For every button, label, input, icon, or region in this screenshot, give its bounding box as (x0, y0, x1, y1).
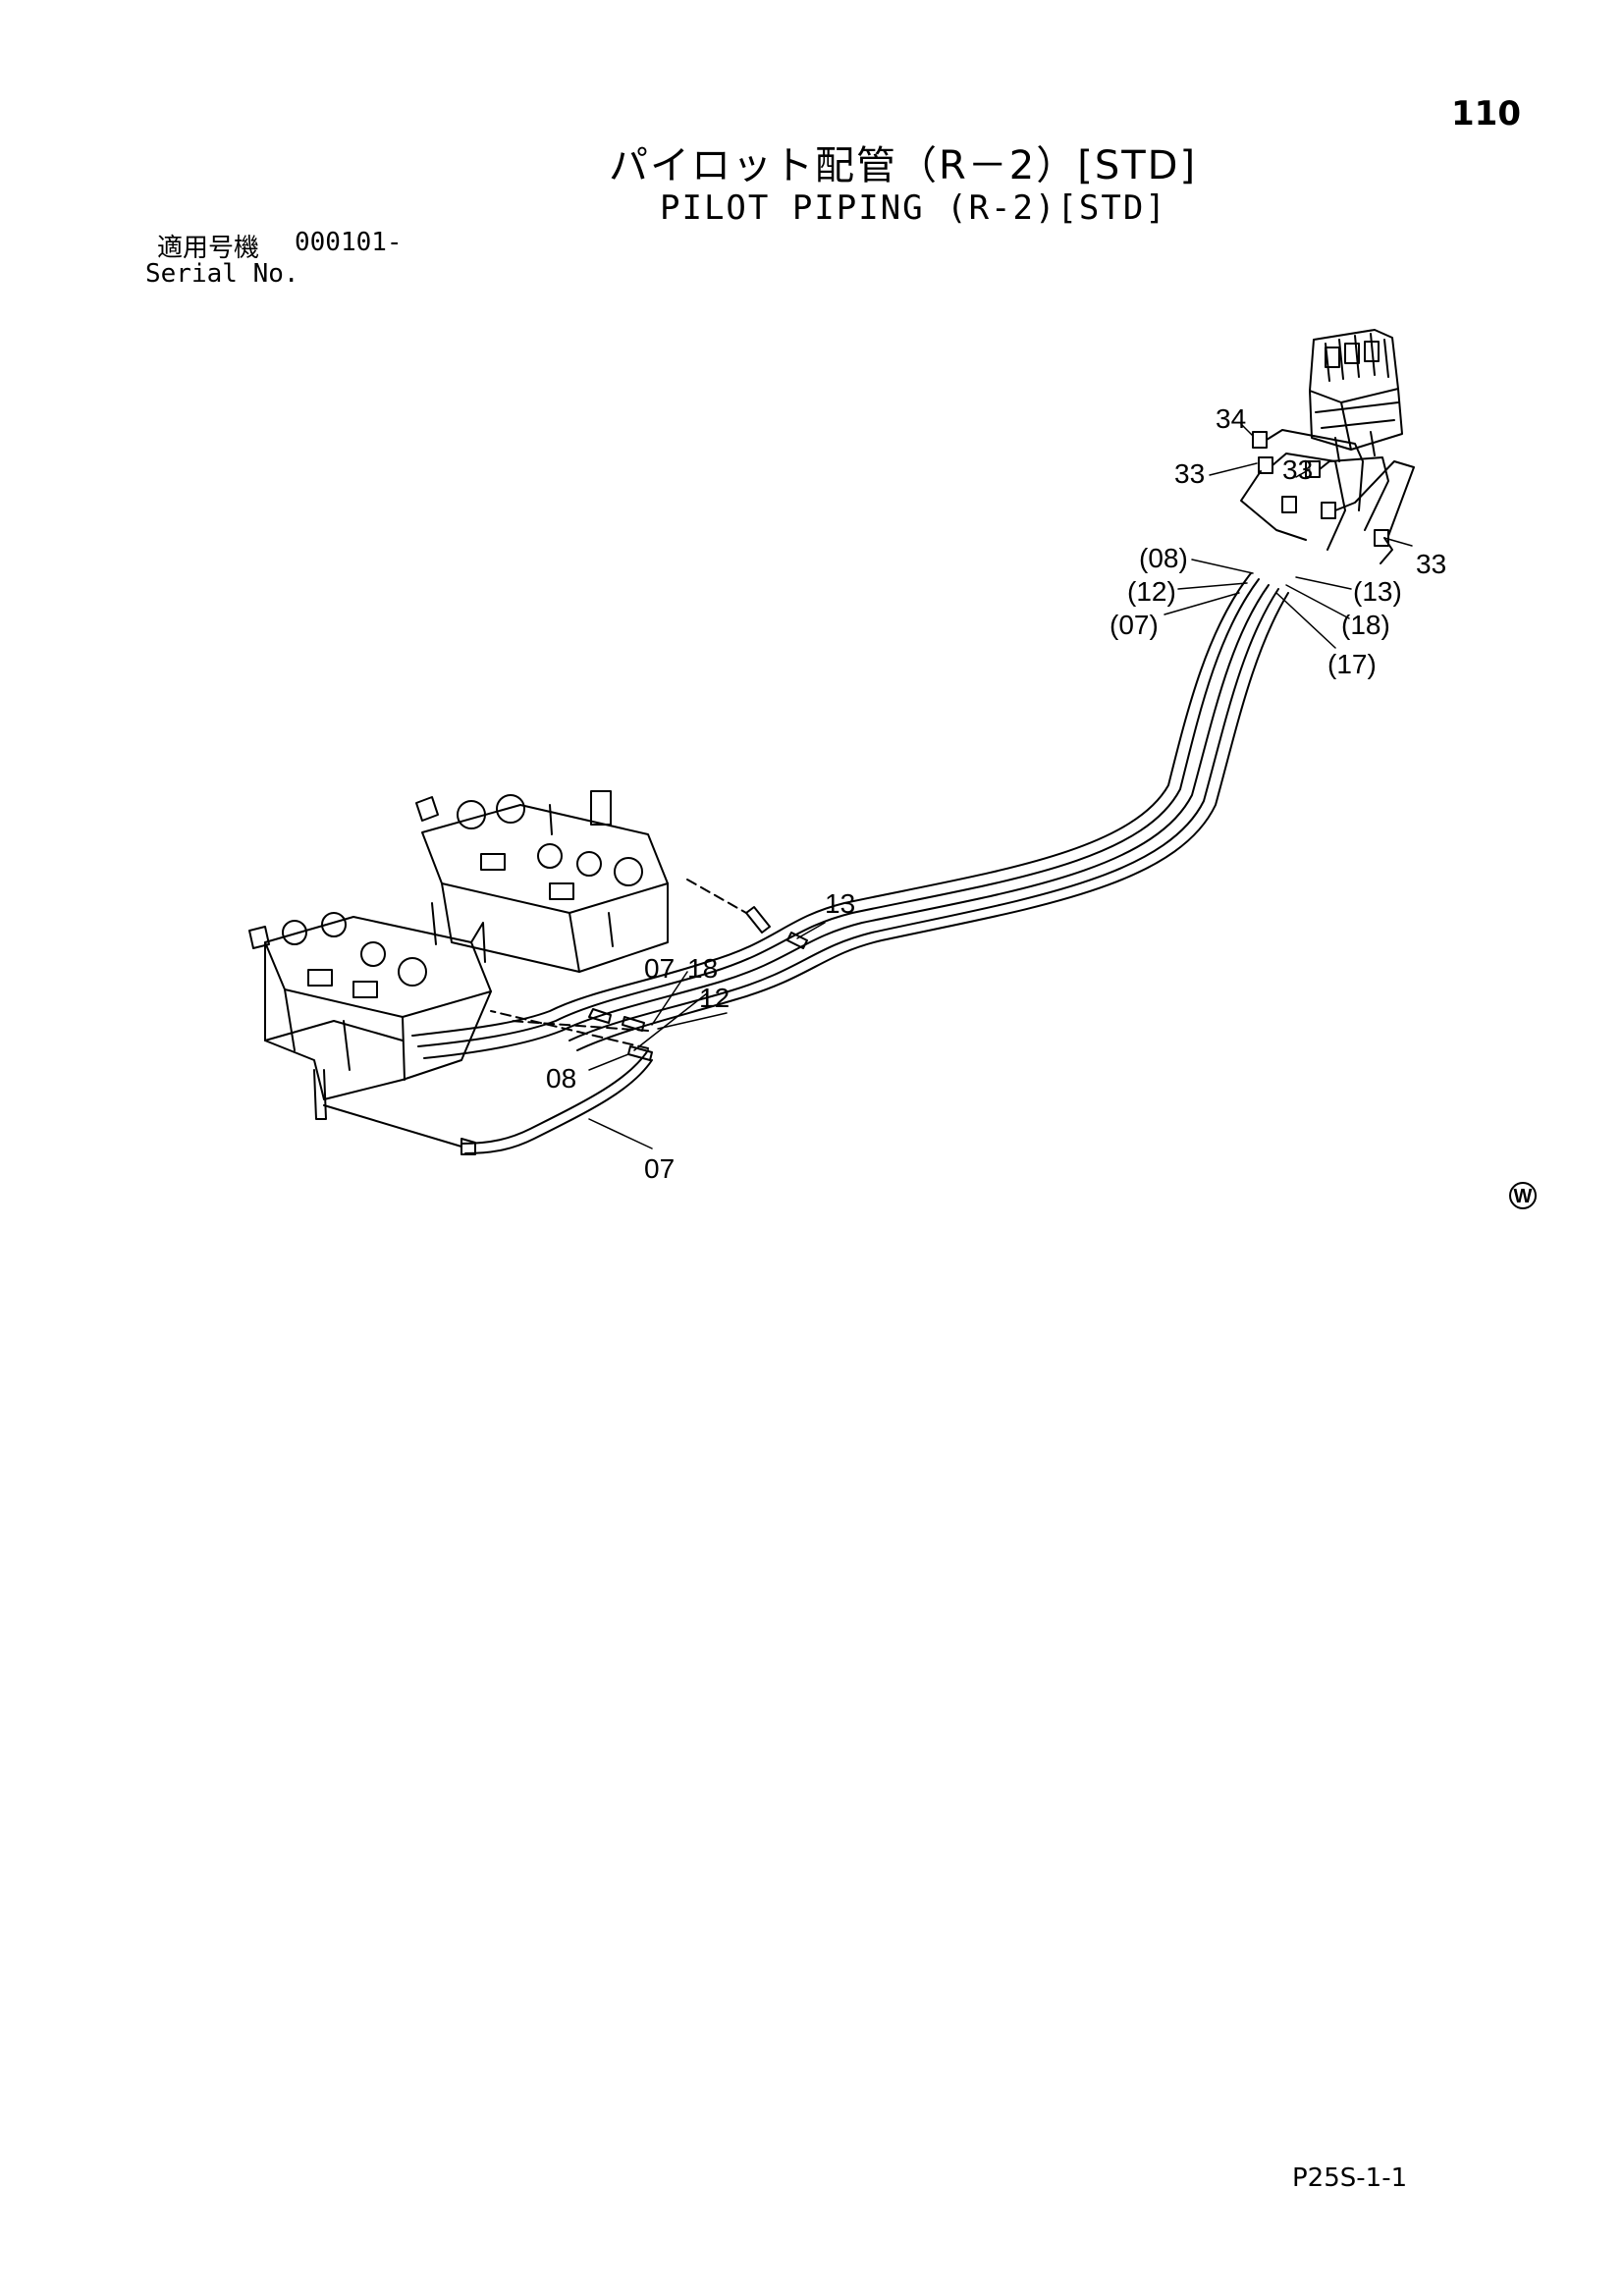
main-hose-bundle (411, 572, 1289, 1059)
callout-label: 07 (644, 1153, 675, 1184)
upper-hose-routing (1240, 429, 1415, 564)
callout-label: 33 (1416, 549, 1446, 579)
routing-dashed-lines (490, 879, 747, 1049)
circled-w-mark: W (1509, 1182, 1537, 1209)
pilot-valve-assembly (1309, 329, 1403, 462)
callout-label: (12) (1127, 576, 1176, 607)
callout-label: (13) (1353, 576, 1402, 607)
callout-label: (18) (1341, 610, 1390, 640)
callout-label: (08) (1139, 543, 1188, 573)
callout-label: 08 (546, 1063, 576, 1094)
w-mark-label: W (1514, 1186, 1533, 1207)
lower-hose (323, 1049, 653, 1155)
callout-label: 07 (644, 953, 675, 984)
serial-label-english: Serial No. (145, 259, 299, 289)
callout-label: 33 (1282, 454, 1313, 485)
callout-labels: 34 33 33 33 (08) (12) (07) (13) (18) (17… (546, 403, 1446, 1184)
page-number: 110 (1451, 94, 1521, 133)
control-valve-front-block (248, 902, 492, 1120)
callout-label: 13 (825, 888, 855, 919)
callout-label: 33 (1174, 458, 1205, 489)
callout-label: (07) (1110, 610, 1159, 640)
callout-label: 18 (687, 953, 718, 984)
callout-label: 12 (699, 983, 730, 1013)
title-japanese: パイロット配管（R－2）[STD] (609, 143, 1198, 188)
callout-label: 34 (1216, 403, 1246, 434)
callout-label: (17) (1327, 649, 1377, 679)
serial-number-value: 000101- (295, 228, 403, 257)
hose-connectors (588, 906, 808, 1061)
serial-label-japanese: 適用号機 (157, 234, 260, 263)
footer-code: P25S-1-1 (1292, 2163, 1408, 2193)
title-english: PILOT PIPING (R-2)[STD] (660, 188, 1167, 228)
leader-lines (588, 423, 1413, 1149)
control-valve-rear-block (415, 790, 669, 973)
